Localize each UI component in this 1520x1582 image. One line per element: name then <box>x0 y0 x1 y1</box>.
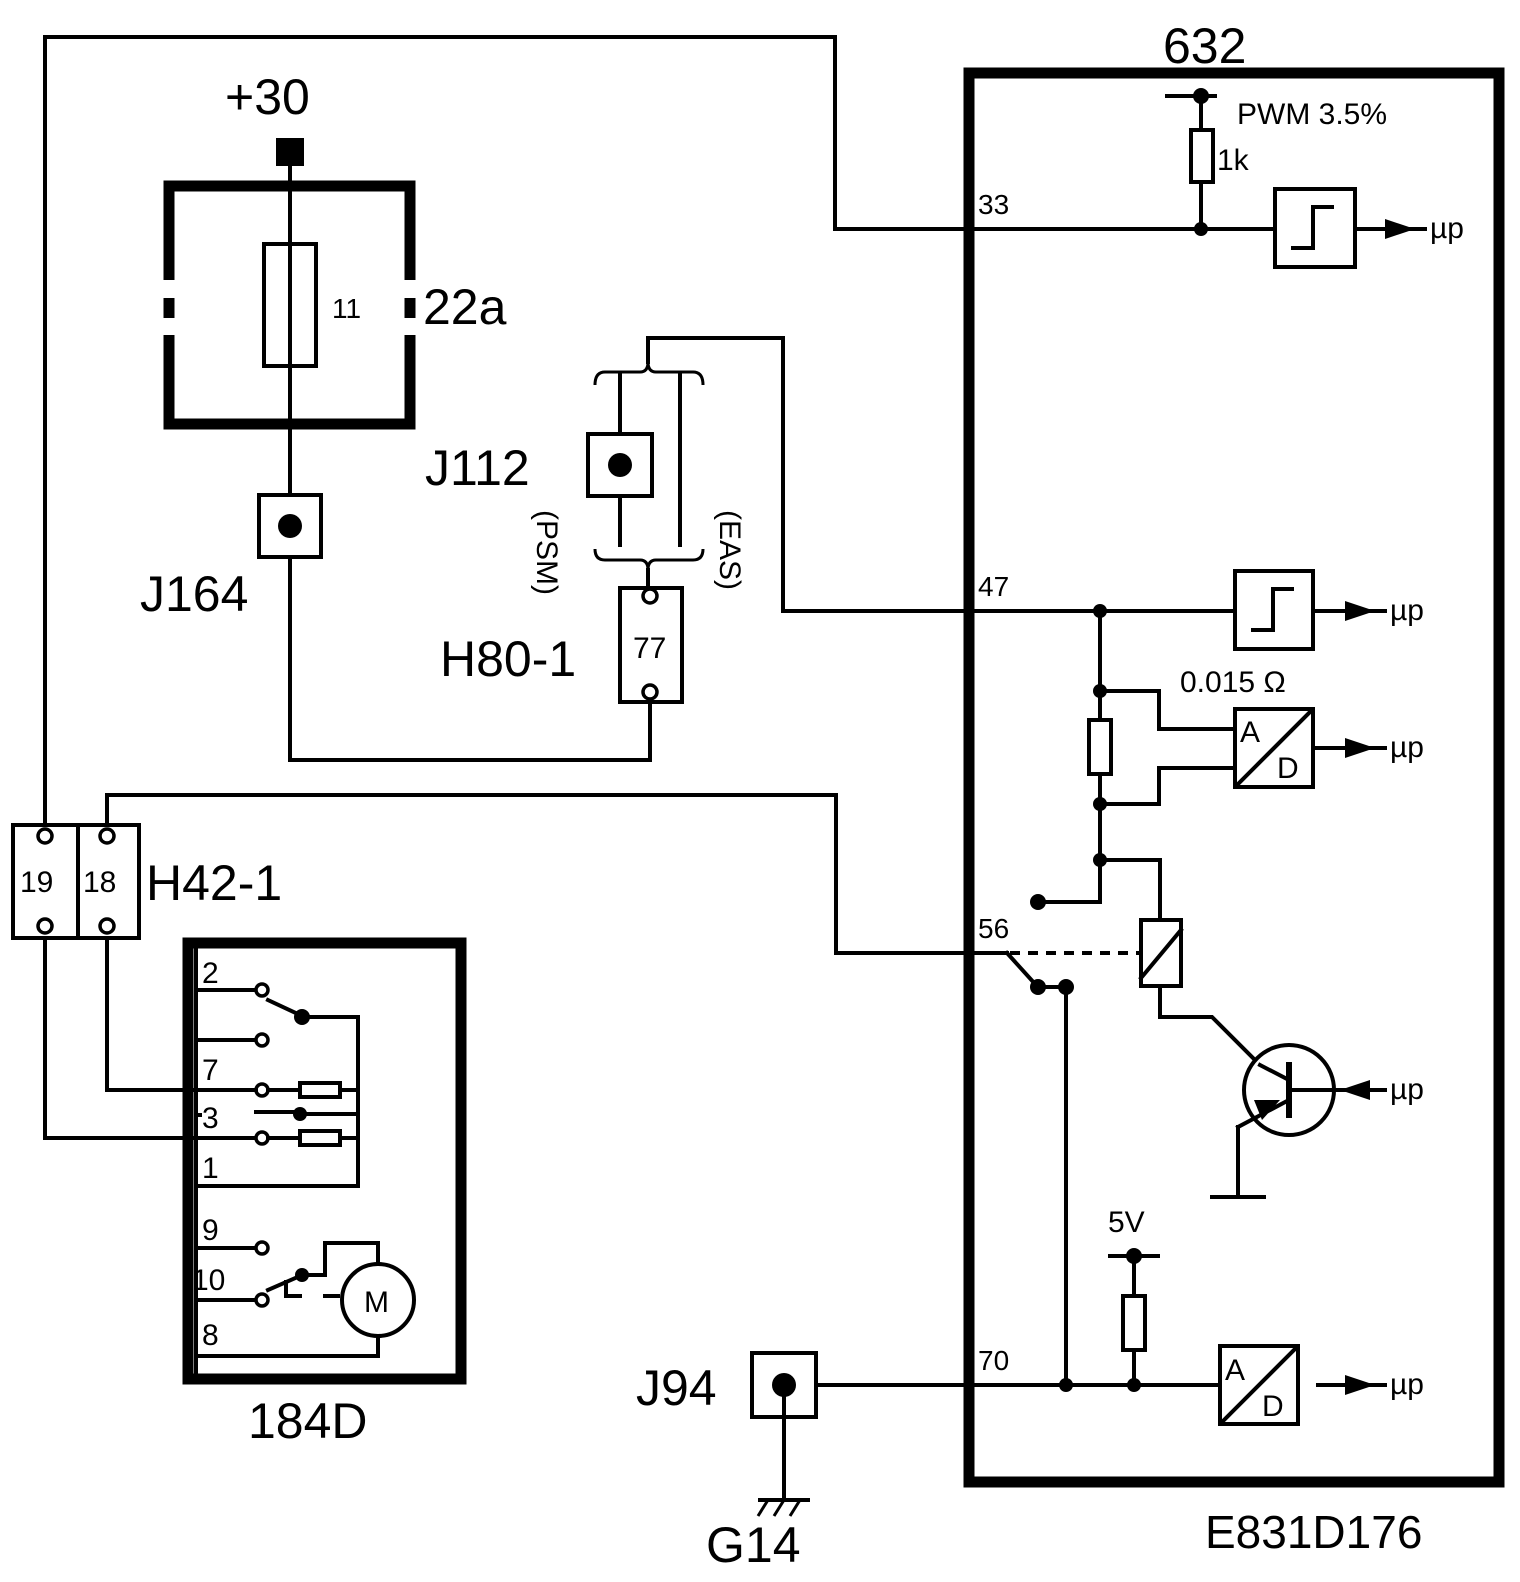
ecu-632: 632 <box>963 18 1505 1488</box>
ecu-label: 632 <box>1163 18 1246 74</box>
svg-text:7: 7 <box>202 1054 219 1087</box>
up-label-5: µp <box>1390 1368 1424 1401</box>
supply-terminal <box>276 138 304 166</box>
motor-label: M <box>364 1286 389 1319</box>
j94-label: J94 <box>636 1360 717 1416</box>
v5-label: 5V <box>1108 1206 1145 1239</box>
up-label-1: µp <box>1430 212 1464 245</box>
h80-pin-label: 77 <box>633 632 666 665</box>
svg-text:2: 2 <box>202 957 219 990</box>
ad2-a: A <box>1225 1354 1245 1387</box>
pin-56-label: 56 <box>978 913 1009 944</box>
h42-label: H42-1 <box>146 855 282 911</box>
switch-pin-labels: 2 7 3 1 9 10 8 <box>192 957 225 1352</box>
h42-connector: 19 18 <box>11 823 141 940</box>
up-label-2: µp <box>1390 594 1424 627</box>
ground-label: G14 <box>706 1517 801 1573</box>
ground-symbol <box>756 1498 810 1517</box>
h42-pin19: 19 <box>20 866 53 899</box>
pin-33-label: 33 <box>978 189 1009 220</box>
h80-connector <box>618 586 684 704</box>
svg-text:8: 8 <box>202 1319 219 1352</box>
j112-label: J112 <box>425 440 530 496</box>
pin-70-label: 70 <box>978 1345 1009 1376</box>
svg-text:3: 3 <box>202 1102 219 1135</box>
fuse-box-22a: 22a <box>163 180 507 430</box>
eas-label: (EAS) <box>713 510 746 590</box>
switch-box-label: 184D <box>248 1393 368 1449</box>
figure-id: E831D176 <box>1205 1506 1422 1558</box>
svg-text:9: 9 <box>202 1214 219 1247</box>
h42-pin18: 18 <box>83 866 116 899</box>
supply-label: +30 <box>225 69 310 125</box>
svg-text:10: 10 <box>192 1264 225 1297</box>
svg-text:1: 1 <box>202 1152 219 1185</box>
fuse-box-label: 22a <box>423 279 507 335</box>
fuse-label: 11 <box>332 293 361 324</box>
shunt-resistor <box>1087 718 1113 776</box>
switch-box-184d: 184D <box>182 937 467 1449</box>
ad1-d: D <box>1277 752 1299 785</box>
upper-brace <box>593 361 705 386</box>
pin-47-label: 47 <box>978 571 1009 602</box>
shunt-label: 0.015 Ω <box>1180 666 1286 699</box>
h80-label: H80-1 <box>440 631 576 687</box>
j164-label: J164 <box>140 566 248 622</box>
pullup-resistor-5v <box>1121 1294 1147 1352</box>
ad1-a: A <box>1240 716 1260 749</box>
r1k-label: 1k <box>1217 144 1250 177</box>
pullup-resistor <box>1189 128 1215 184</box>
up-label-4: µp <box>1390 1073 1424 1106</box>
up-label-3: µp <box>1390 731 1424 764</box>
ad2-d: D <box>1262 1390 1284 1423</box>
psm-label: (PSM) <box>530 510 563 595</box>
lower-brace <box>593 548 705 571</box>
pwm-label: PWM 3.5% <box>1237 98 1387 131</box>
